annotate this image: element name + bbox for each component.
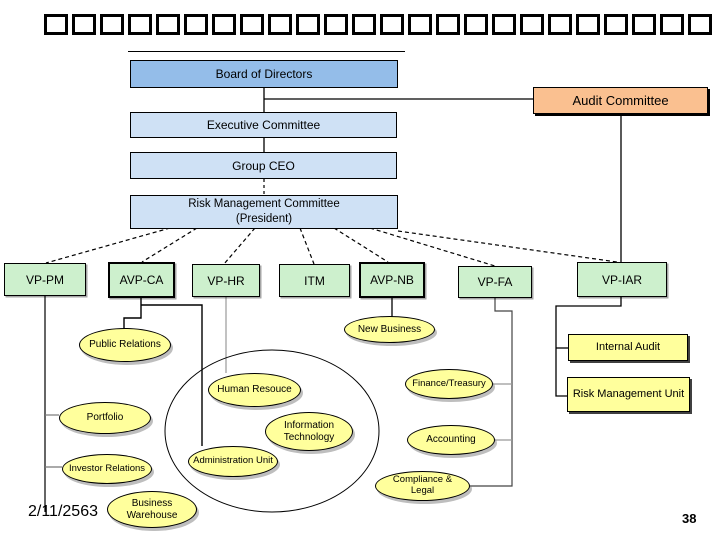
node-vp-iar: VP-IAR [577, 262, 667, 297]
tofu-glyph [352, 14, 376, 35]
tofu-glyph [240, 14, 264, 35]
tofu-glyph [324, 14, 348, 35]
node-vp-fa: VP-FA [458, 266, 532, 298]
tofu-glyph [576, 14, 600, 35]
node-audit-committee: Audit Committee [533, 87, 708, 114]
unit-portfolio: Portfolio [59, 402, 151, 434]
unit-risk-management-unit: Risk Management Unit [567, 377, 690, 412]
tofu-glyph [44, 14, 68, 35]
node-risk-management-committee: Risk Management Committee (President) [130, 195, 398, 229]
node-executive-committee: Executive Committee [130, 112, 397, 138]
tofu-glyph [632, 14, 656, 35]
unit-public-relations: Public Relations [79, 328, 171, 362]
tofu-glyph [492, 14, 516, 35]
tofu-glyph [604, 14, 628, 35]
tofu-glyph [100, 14, 124, 35]
rmc-line2: (President) [235, 213, 293, 225]
node-board-of-directors: Board of Directors [130, 60, 398, 88]
node-avp-ca: AVP-CA [108, 262, 175, 298]
tofu-glyph [520, 14, 544, 35]
unit-information-technology: Information Technology [265, 412, 353, 451]
node-vp-pm: VP-PM [4, 263, 86, 296]
rmc-line1: Risk Management Committee [188, 198, 340, 211]
tofu-glyph [296, 14, 320, 35]
tofu-glyph [688, 14, 712, 35]
unit-compliance-legal: Compliance & Legal [375, 471, 470, 501]
tofu-glyph [548, 14, 572, 35]
grouping-circle [164, 349, 380, 513]
tofu-glyph [380, 14, 404, 35]
tofu-glyph [436, 14, 460, 35]
node-avp-nb: AVP-NB [359, 262, 425, 298]
slide-date: 2/11/2563 [28, 503, 98, 520]
tofu-glyph [464, 14, 488, 35]
unit-human-resouce: Human Resouce [208, 373, 301, 407]
unit-internal-audit: Internal Audit [568, 334, 688, 361]
tofu-glyph [212, 14, 236, 35]
unit-accounting: Accounting [407, 425, 495, 455]
unit-business-warehouse: Business Warehouse [107, 491, 197, 528]
tofu-glyph [660, 14, 684, 35]
tofu-glyph [156, 14, 180, 35]
unit-investor-relations: Investor Relations [62, 454, 152, 484]
unit-administration-unit: Administration Unit [188, 446, 278, 477]
page-number: 38 [682, 511, 697, 526]
unit-new-business: New Business [344, 316, 435, 343]
tofu-glyph [184, 14, 208, 35]
node-itm: ITM [279, 264, 350, 297]
tofu-glyph [72, 14, 96, 35]
title-underline [128, 51, 405, 52]
tofu-glyph [268, 14, 292, 35]
tofu-glyph [128, 14, 152, 35]
slide-title-tofu-row [44, 14, 716, 35]
unit-finance-treasury: Finance/Treasury [405, 369, 493, 399]
node-vp-hr: VP-HR [192, 264, 260, 297]
node-group-ceo: Group CEO [130, 152, 397, 179]
tofu-glyph [408, 14, 432, 35]
